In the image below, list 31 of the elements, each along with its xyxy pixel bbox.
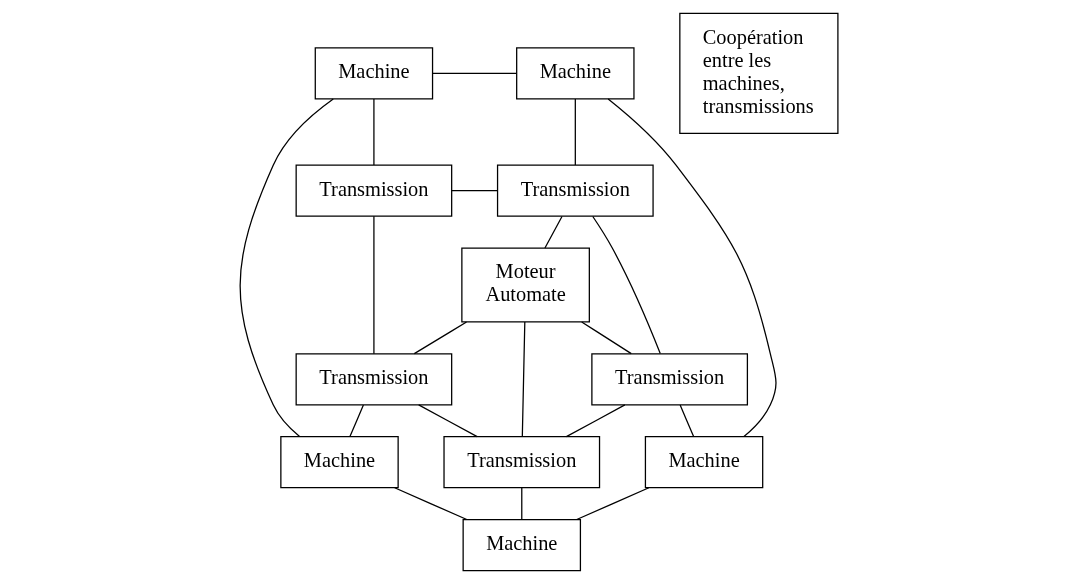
node-box: Machine bbox=[644, 436, 763, 489]
node-box: Transmission bbox=[442, 436, 600, 489]
connector bbox=[239, 98, 334, 438]
node-box: Transmission bbox=[295, 353, 452, 406]
connector bbox=[520, 487, 522, 520]
connector bbox=[417, 404, 478, 438]
connector bbox=[591, 215, 661, 355]
node-box: Machine bbox=[462, 518, 581, 572]
connector bbox=[348, 404, 364, 438]
connector bbox=[607, 98, 777, 438]
connector bbox=[521, 321, 525, 438]
node-box: Machine bbox=[279, 436, 399, 489]
connector bbox=[580, 321, 632, 355]
connector bbox=[565, 404, 625, 438]
connector bbox=[413, 321, 467, 355]
connector bbox=[574, 98, 576, 166]
node-box: Transmission bbox=[590, 353, 748, 406]
node-box: Transmission bbox=[295, 164, 452, 217]
connector bbox=[679, 404, 694, 438]
connector bbox=[450, 190, 498, 192]
connector bbox=[372, 215, 375, 355]
node-box: Moteur Automate bbox=[460, 247, 590, 323]
connector bbox=[431, 72, 517, 75]
node-box: Coopération entre les machines, transmissions bbox=[678, 12, 839, 134]
node-box: Machine bbox=[314, 47, 433, 100]
connector bbox=[575, 487, 649, 521]
connector bbox=[393, 487, 467, 521]
node-box: Machine bbox=[515, 47, 635, 100]
node-box: Transmission bbox=[496, 164, 654, 217]
connector bbox=[543, 215, 563, 249]
connector bbox=[372, 98, 375, 166]
